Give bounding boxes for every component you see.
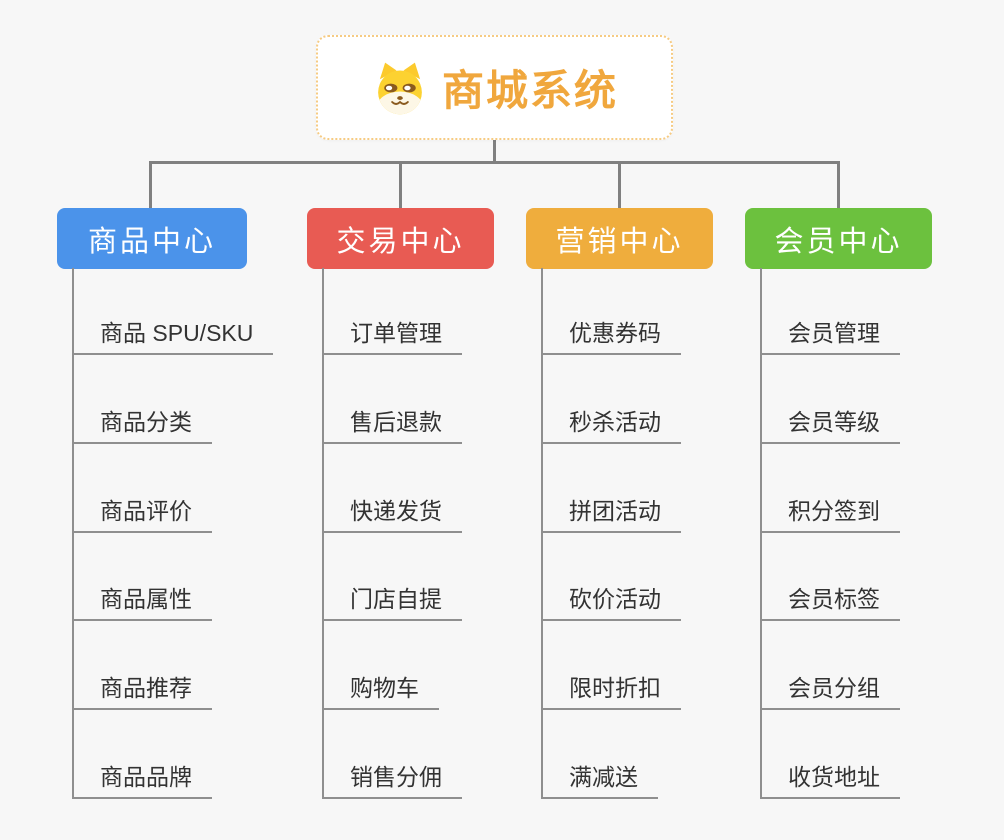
branch-node-member-center[interactable]: 会员中心: [745, 208, 932, 269]
connector-drop-trade: [399, 163, 402, 208]
mindmap-item[interactable]: 砍价活动: [543, 585, 681, 621]
mindmap-item[interactable]: 销售分佣: [324, 763, 462, 799]
branch-node-product-center[interactable]: 商品中心: [57, 208, 247, 269]
mindmap-item[interactable]: 订单管理: [324, 319, 462, 355]
mindmap-item[interactable]: 会员分组: [762, 674, 900, 710]
mindmap-item[interactable]: 满减送: [543, 763, 658, 799]
mindmap-item[interactable]: 收货地址: [762, 763, 900, 799]
mindmap-item[interactable]: 购物车: [324, 674, 439, 710]
branch-children-trade: 订单管理 售后退款 快递发货 门店自提 购物车 销售分佣: [322, 268, 462, 799]
branch-children-product: 商品 SPU/SKU 商品分类 商品评价 商品属性 商品推荐 商品品牌: [72, 268, 274, 799]
mindmap-item[interactable]: 会员等级: [762, 408, 900, 444]
mindmap-item[interactable]: 商品分类: [74, 408, 212, 444]
connector-drop-marketing: [618, 163, 621, 208]
dog-face-icon: [371, 60, 429, 116]
mindmap-item[interactable]: 限时折扣: [543, 674, 681, 710]
mindmap-item[interactable]: 会员标签: [762, 585, 900, 621]
mindmap-item[interactable]: 门店自提: [324, 585, 462, 621]
connector-horizontal-bar: [149, 161, 840, 164]
connector-drop-member: [837, 163, 840, 208]
branch-node-marketing-center[interactable]: 营销中心: [526, 208, 713, 269]
root-title: 商城系统: [441, 67, 618, 114]
mindmap-item[interactable]: 优惠券码: [543, 319, 681, 355]
branch-children-member: 会员管理 会员等级 积分签到 会员标签 会员分组 收货地址: [760, 268, 900, 799]
connector-drop-product: [149, 163, 152, 208]
branch-node-trade-center[interactable]: 交易中心: [307, 208, 494, 269]
mindmap-item[interactable]: 快递发货: [324, 497, 462, 533]
root-node[interactable]: 商城系统: [316, 35, 673, 140]
mindmap-item[interactable]: 商品评价: [74, 497, 212, 533]
mindmap-item[interactable]: 会员管理: [762, 319, 900, 355]
mindmap-item[interactable]: 秒杀活动: [543, 408, 681, 444]
mindmap-item[interactable]: 积分签到: [762, 497, 900, 533]
mindmap-item[interactable]: 拼团活动: [543, 497, 681, 533]
mindmap-item[interactable]: 商品品牌: [74, 763, 212, 799]
mindmap-item[interactable]: 售后退款: [324, 408, 462, 444]
mindmap-item[interactable]: 商品属性: [74, 585, 212, 621]
branch-children-marketing: 优惠券码 秒杀活动 拼团活动 砍价活动 限时折扣 满减送: [541, 268, 681, 799]
mindmap-item[interactable]: 商品推荐: [74, 674, 212, 710]
mindmap-item[interactable]: 商品 SPU/SKU: [74, 319, 274, 355]
connector-root-stub: [493, 140, 496, 164]
